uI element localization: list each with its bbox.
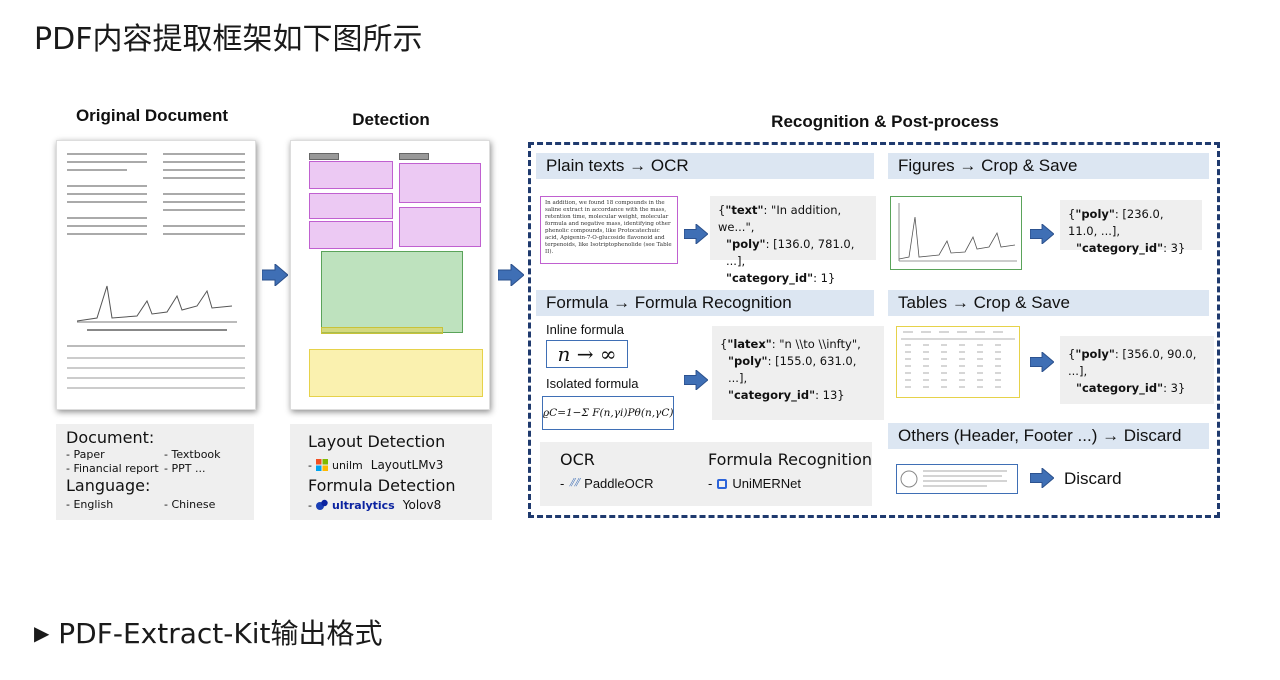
discard-label: Discard — [1064, 469, 1122, 488]
paddle-logo-icon: ⫽⫽ — [569, 477, 580, 489]
page-title: PDF内容提取框架如下图所示 — [34, 22, 423, 57]
language-item: - Chinese — [164, 498, 216, 511]
formula-detection-label: Formula Detection — [308, 476, 456, 495]
language-item: - English — [66, 498, 114, 511]
doc-type-item: - Paper — [66, 448, 105, 461]
formula-recognition-label: Formula Recognition — [708, 450, 872, 469]
doc-type-item: - Financial report — [66, 462, 159, 475]
json-line: "category_id": 1} — [726, 271, 836, 285]
section-plain-texts: Plain texts → OCR — [536, 153, 874, 179]
detection-header: Detection — [352, 110, 430, 129]
document-info-panel: Document: - Paper - Textbook - Financial… — [56, 424, 254, 520]
detection-info-panel: Layout Detection - unilm LayoutLMv3 Form… — [290, 424, 492, 520]
isolated-formula-label: Isolated formula — [546, 376, 639, 391]
layout-model-name: LayoutLMv3 — [370, 458, 444, 472]
ocr-tool-name: PaddleOCR — [584, 476, 654, 491]
ocr-tool-row: - ⫽⫽ PaddleOCR — [560, 476, 654, 491]
arrow-right-icon — [684, 370, 708, 390]
tables-json-output: {"poly": [356.0, 90.0, ...], "category_i… — [1060, 336, 1214, 404]
original-header: Original Document — [75, 106, 229, 125]
language-label: Language: — [66, 476, 151, 495]
json-line: "category_id": 13} — [728, 388, 845, 402]
json-line: "category_id": 3} — [1076, 381, 1186, 395]
plain-json-output: {"text": "In addition, we...", "poly": [… — [710, 196, 876, 285]
recognition-container — [528, 142, 1220, 518]
figures-json-output: {"poly": [236.0, 11.0, ...], "category_i… — [1060, 200, 1202, 255]
section-figures: Figures → Crop & Save — [888, 153, 1209, 179]
isolated-formula-box: ϱC=1−Σ F(n,γi)Pθ(n,γC), — [542, 396, 674, 430]
triangle-right-icon: ▶ — [34, 621, 50, 645]
bottom-heading-text: PDF-Extract-Kit输出格式 — [58, 617, 383, 650]
json-line: {"poly": [236.0, 11.0, ...], — [1068, 207, 1164, 238]
arrow-right-icon — [498, 264, 524, 286]
doc-type-item: - Textbook — [164, 448, 221, 461]
document-label: Document: — [66, 428, 155, 447]
ultralytics-logo-icon — [315, 499, 328, 510]
section-others: Others (Header, Footer ...) → Discard — [888, 423, 1209, 449]
bottom-heading: ▶ PDF-Extract-Kit输出格式 — [34, 612, 382, 652]
formula-json-output: {"latex": "n \\to \\infty", "poly": [155… — [712, 326, 884, 420]
json-line: {"poly": [356.0, 90.0, ...], — [1068, 347, 1197, 378]
json-line: "category_id": 3} — [1076, 241, 1186, 255]
header-sample-image — [896, 464, 1018, 494]
arrow-right-icon — [684, 224, 708, 244]
arrow-right-icon — [1030, 224, 1054, 244]
arrow-right-icon — [262, 264, 288, 286]
json-line: "poly": [136.0, 781.0, ...], — [726, 237, 855, 268]
layout-model-org: unilm — [331, 458, 363, 472]
formula-tool-name: UniMERNet — [732, 476, 801, 491]
recognition-header: Recognition & Post-process — [771, 112, 999, 131]
plain-text-sample: In addition, we found 18 compounds in th… — [540, 196, 678, 264]
layout-model-row: - unilm LayoutLMv3 — [308, 458, 444, 472]
section-formula: Formula → Formula Recognition — [536, 290, 874, 316]
arrow-right-icon — [1030, 352, 1054, 372]
ocr-label: OCR — [560, 450, 595, 469]
inline-formula-box: n → ∞ — [546, 340, 628, 368]
json-line: "poly": [155.0, 631.0, ...], — [728, 354, 857, 385]
section-tables: Tables → Crop & Save — [888, 290, 1209, 316]
formula-model-name: Yolov8 — [402, 498, 442, 512]
doc-type-item: - PPT ... — [164, 462, 206, 475]
formula-model-row: - ultralytics Yolov8 — [308, 498, 442, 512]
table-sample-image — [896, 326, 1020, 398]
unimernet-logo-icon — [717, 478, 728, 489]
microsoft-logo-icon — [315, 459, 328, 471]
layout-detection-label: Layout Detection — [308, 432, 446, 451]
inline-formula-label: Inline formula — [546, 322, 625, 337]
tools-panel: OCR - ⫽⫽ PaddleOCR Formula Recognition -… — [540, 442, 872, 506]
original-document-image — [56, 140, 256, 410]
formula-model-org: ultralytics — [331, 498, 395, 512]
detection-document-image — [290, 140, 490, 410]
json-line: {"text": "In addition, we...", — [718, 203, 842, 234]
arrow-right-icon — [1030, 468, 1054, 488]
formula-tool-row: - UniMERNet — [708, 476, 801, 491]
figure-sample-image — [890, 196, 1022, 270]
json-line: {"latex": "n \\to \\infty", — [720, 337, 861, 351]
